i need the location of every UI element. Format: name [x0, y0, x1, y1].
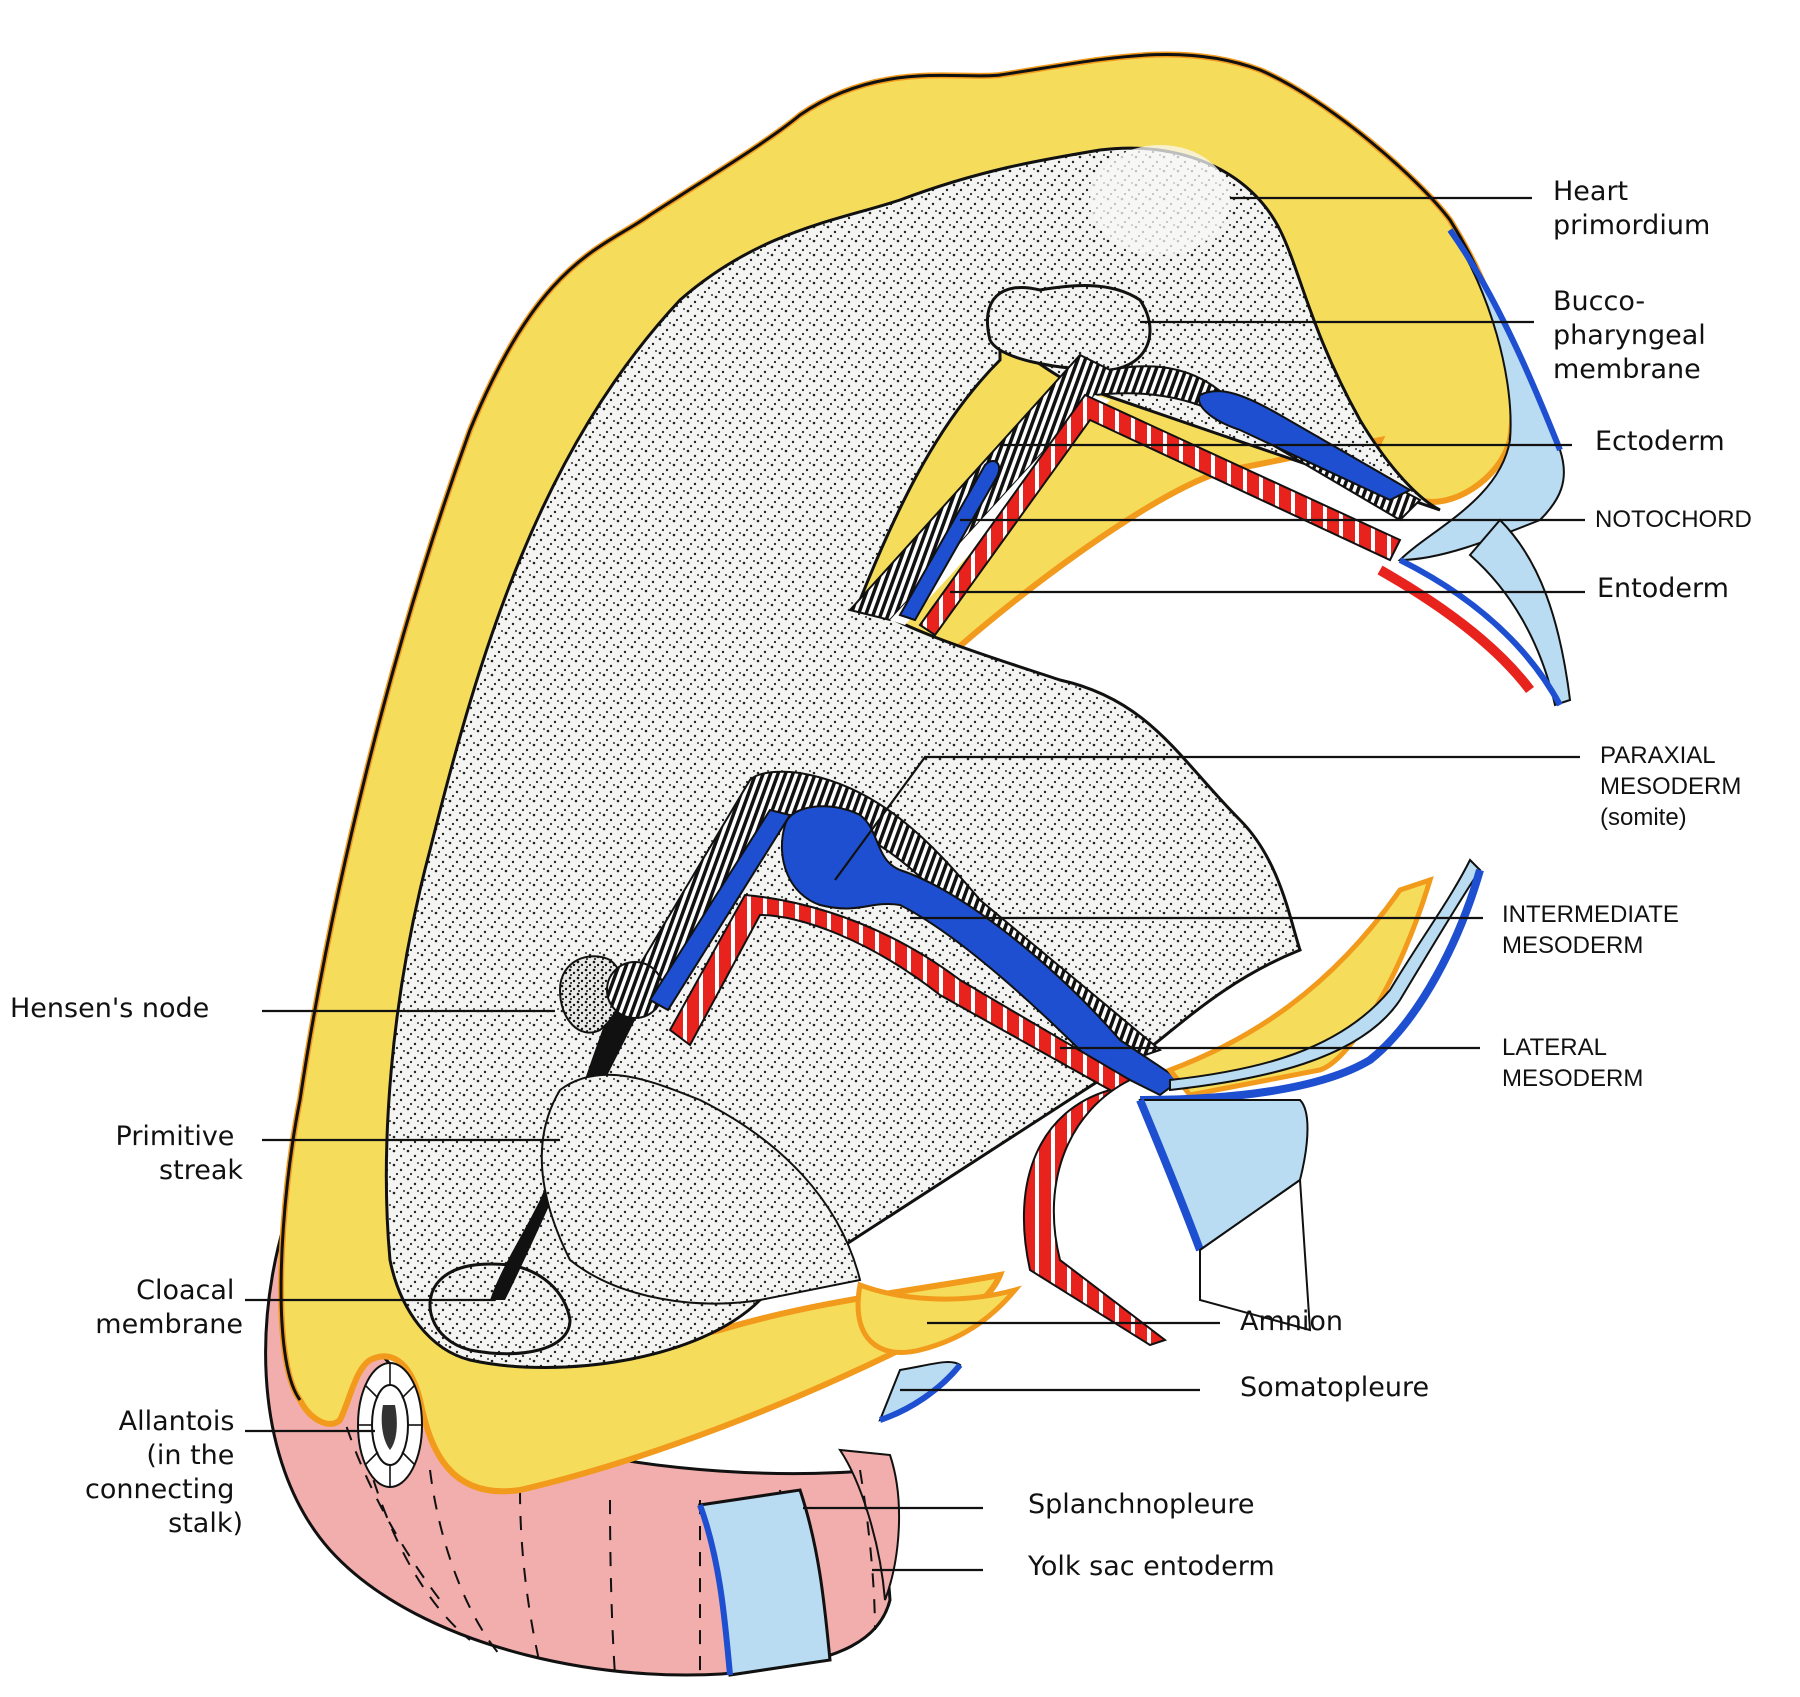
amnion-flap [1165, 876, 1434, 1098]
label-somatopleure: Somatopleure [1240, 1372, 1429, 1403]
splanchnopleure-band [697, 1488, 832, 1677]
label-ectoderm: Ectoderm [1595, 426, 1725, 457]
notochord [898, 460, 1001, 622]
head-fold-membranes [1377, 228, 1572, 707]
lateral-mesoderm [1139, 868, 1484, 1104]
label-heart-primordium: Heart primordium [1553, 176, 1710, 241]
caudal-cross-section [606, 770, 1182, 1347]
label-cloacal-membrane: Cloacal membrane [95, 1275, 243, 1340]
label-buccopharyngeal-membrane: Bucco- pharyngeal membrane [1553, 286, 1714, 385]
cloacal-membrane [428, 1262, 572, 1356]
lateral-body-wall [1136, 858, 1484, 1332]
allantois [357, 1362, 423, 1488]
label-notochord: NOTOCHORD [1595, 506, 1752, 533]
label-intermediate-mesoderm: INTERMEDIATE MESODERM [1502, 901, 1686, 959]
label-splanchnopleure: Splanchnopleure [1028, 1489, 1255, 1520]
ectoderm-band [848, 353, 1422, 622]
leader-paraxial [834, 755, 1580, 881]
label-hensens-node: Hensen's node [10, 993, 209, 1024]
leader-lines [245, 196, 1585, 1572]
caudal-entoderm-band [668, 893, 1168, 1347]
embryonic-ectoderm-surface [384, 145, 1441, 1369]
label-yolk-sac-entoderm: Yolk sac entoderm [1027, 1551, 1275, 1582]
heart-primordium [1090, 145, 1230, 255]
label-amnion: Amnion [1240, 1306, 1343, 1337]
buccopharyngeal-membrane [985, 284, 1152, 372]
label-lateral-mesoderm: LATERAL MESODERM [1502, 1034, 1643, 1092]
entoderm-band [918, 393, 1402, 637]
labels: Heart primordium Bucco- pharyngeal membr… [10, 176, 1752, 1582]
label-entoderm: Entoderm [1597, 573, 1729, 604]
label-primitive-streak: Primitive streak [116, 1121, 244, 1186]
label-allantois: Allantois (in the connecting stalk) [85, 1406, 243, 1539]
label-paraxial-mesoderm: PARAXIAL MESODERM (somite) [1600, 742, 1748, 831]
